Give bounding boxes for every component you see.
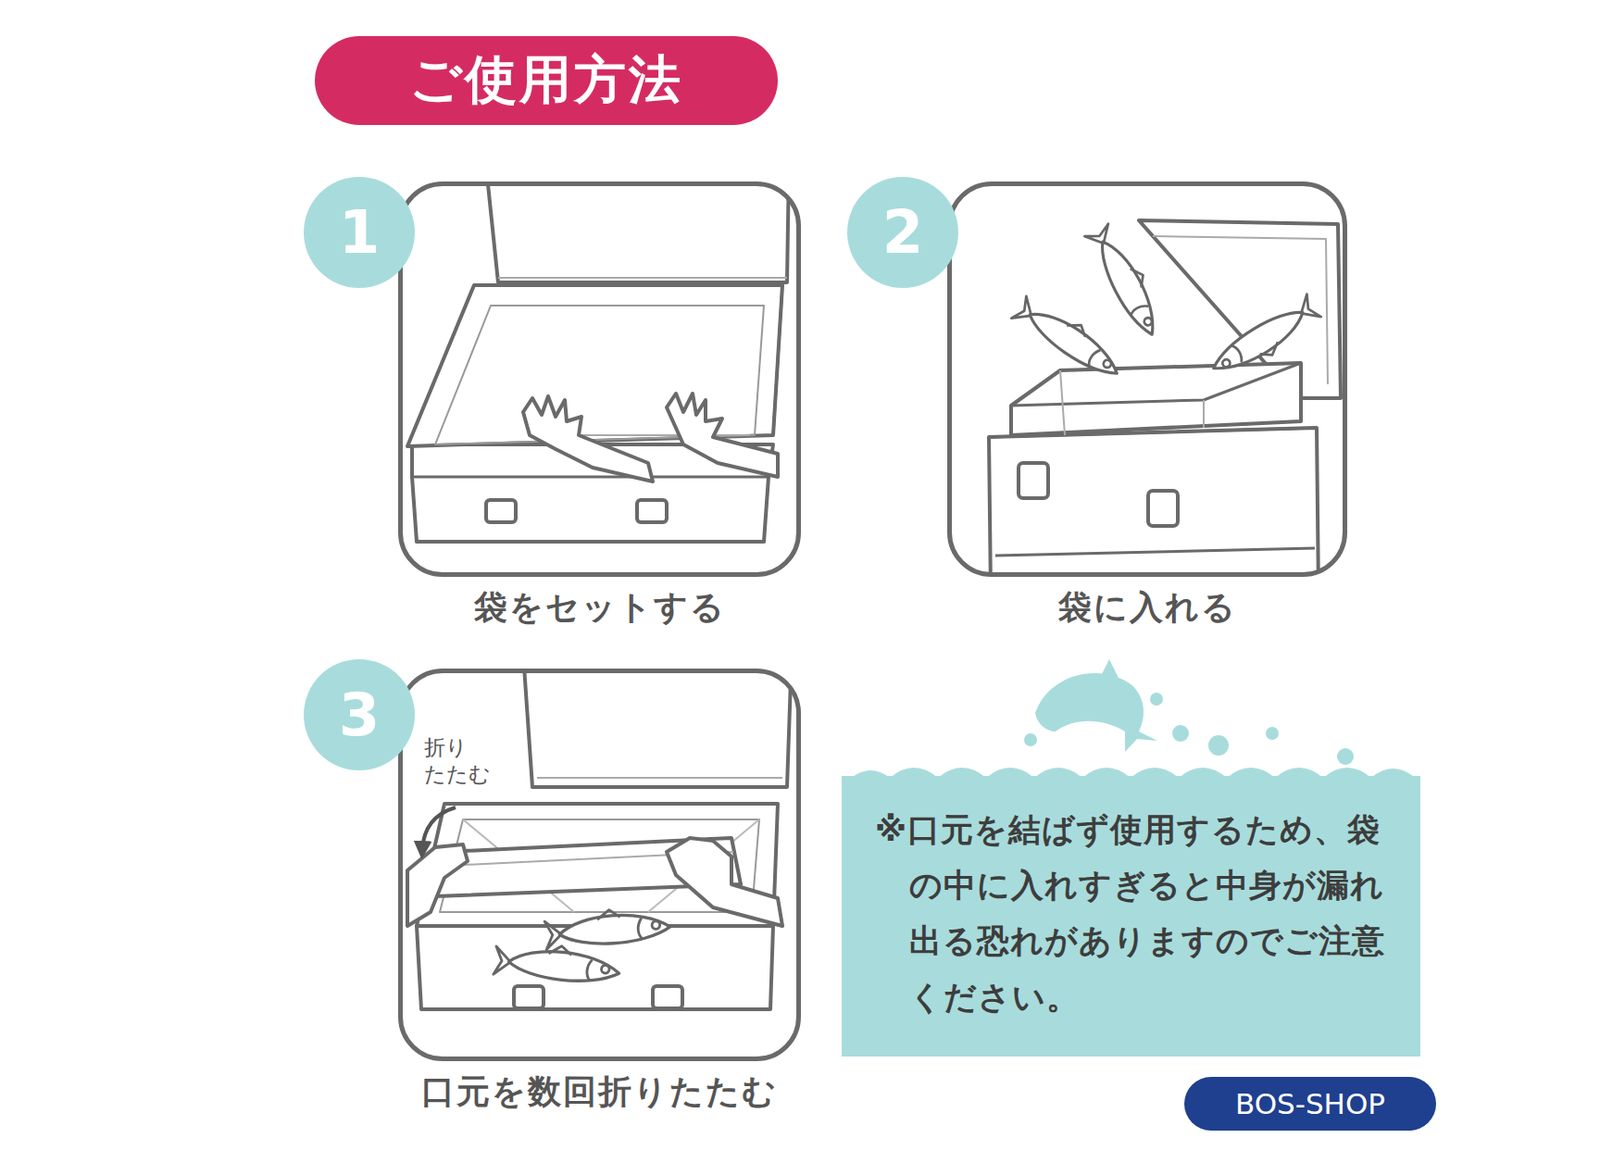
callout-number: 3	[338, 685, 381, 745]
step-caption: 袋に入れる	[1058, 585, 1238, 631]
wave-decoration-part	[1172, 725, 1189, 742]
title-text: ご使用方法	[409, 45, 684, 116]
note-text: ※口元を結ばず使用するため、袋の中に入れすぎると中身が漏れ出る恐れがありますので…	[875, 801, 1393, 1025]
step-number: 3	[303, 659, 415, 771]
wave-decoration-part	[1024, 733, 1038, 747]
cooler-fish-in-part	[1018, 462, 1049, 499]
cooler-folding-part	[666, 837, 783, 926]
cooler-fish-in-part	[1148, 490, 1178, 526]
wave-decoration-part	[1101, 659, 1119, 678]
caution-note: ※口元を結ばず使用するため、袋の中に入れすぎると中身が漏れ出る恐れがありますので…	[841, 775, 1421, 1057]
cooler-fish-in-part	[995, 548, 1315, 556]
callout-number: 2	[882, 202, 925, 263]
cooler-setting-bag-part	[523, 396, 653, 482]
wave-decoration-part	[1265, 726, 1279, 740]
fold-arrow	[422, 807, 456, 850]
cooler-setting-bag-part	[407, 285, 783, 447]
step-number: 1	[303, 176, 415, 288]
cooler-fish-in-part	[1060, 370, 1204, 436]
cooler-folding-part	[523, 670, 792, 788]
cooler-setting-bag	[407, 183, 789, 542]
cooler-setting-bag-part	[498, 276, 788, 279]
cooler-folding-part	[407, 844, 468, 926]
wave-decoration-part	[1208, 735, 1229, 756]
step-caption: 口元を数回折りたたむ	[421, 1069, 778, 1115]
cooler-setting-bag-part	[637, 500, 667, 523]
cooler-setting-bag-part	[666, 393, 778, 477]
cooler-fish-in-part	[1084, 220, 1170, 341]
cooler-setting-bag-part	[412, 475, 769, 479]
title-pill: ご使用方法	[314, 36, 778, 125]
step-panel: 袋をセットする	[398, 181, 801, 577]
cooler-fish-in-part	[988, 427, 1319, 575]
shop-badge: BOS-SHOP	[1184, 1076, 1437, 1131]
cooler-fish-in-part	[1011, 362, 1301, 406]
wave-decoration-part	[1035, 673, 1158, 752]
cooler-folding-part	[513, 986, 544, 1009]
action-label: 折り たたむ	[424, 734, 493, 788]
wave-decoration-part	[1150, 692, 1163, 706]
cooler-setting-bag-part	[486, 500, 516, 523]
cooler-fish-in-part	[1011, 290, 1128, 385]
wave-decoration-part	[1337, 748, 1354, 765]
cooler-fish-in-part	[1206, 294, 1325, 386]
cooler-folding-part	[537, 776, 783, 779]
cooler-fish-in	[988, 220, 1341, 575]
cooler-fish-in-part	[1011, 362, 1301, 436]
step-caption: 袋をセットする	[474, 585, 726, 631]
cooler-folding-part	[652, 986, 683, 1009]
cooler-setting-bag-part	[486, 183, 789, 283]
step-panel: 袋に入れる	[947, 181, 1348, 577]
callout-number: 1	[338, 202, 381, 263]
step-panel: 口元を数回折りたたむ	[398, 668, 801, 1062]
cooler-folding	[407, 670, 792, 1010]
shop-name: BOS-SHOP	[1235, 1087, 1386, 1121]
step-number: 2	[847, 176, 959, 288]
cooler-folding-part	[544, 905, 672, 950]
cooler-folding-part	[493, 938, 622, 988]
cooler-setting-bag-part	[407, 285, 783, 447]
